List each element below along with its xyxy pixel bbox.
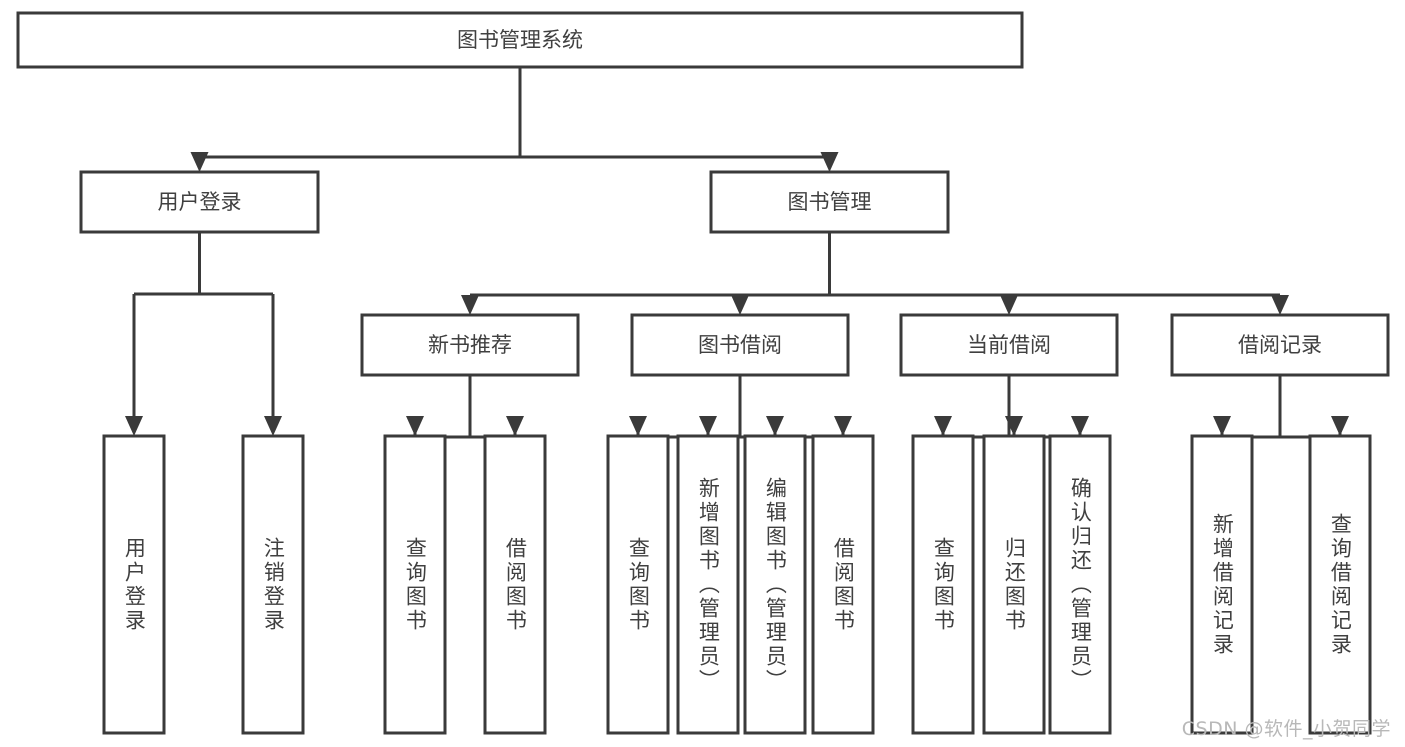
leaf-node-box-leaf-query-book-3[interactable] — [911, 434, 975, 735]
arrow-head-icon — [190, 152, 209, 172]
level3-node-box-new-book-recommend[interactable] — [360, 313, 580, 377]
level3-node-label-borrow-record: 借阅记录 — [1238, 333, 1322, 357]
level3-node-box-borrow-record[interactable] — [1170, 313, 1390, 377]
arrow-head-icon — [766, 416, 784, 436]
arrow-head-icon — [264, 416, 282, 436]
arrow-head-icon — [934, 416, 952, 436]
arrow-head-icon — [731, 295, 749, 315]
connector-layer — [125, 67, 1349, 439]
leaf-node-box-leaf-query-book-2[interactable] — [606, 434, 670, 735]
level3-node-label-new-book-recommend: 新书推荐 — [428, 333, 512, 357]
leaf-node-box-leaf-query-record[interactable] — [1308, 434, 1372, 735]
level2-node-label-user-login: 用户登录 — [158, 190, 242, 214]
level3-node-box-current-borrow[interactable] — [899, 313, 1119, 377]
root-node-label: 图书管理系统 — [457, 28, 583, 52]
arrow-head-icon — [1271, 295, 1289, 315]
arrow-head-icon — [1005, 416, 1023, 436]
leaf-node-box-leaf-return-book[interactable] — [982, 434, 1046, 735]
arrow-head-icon — [1000, 295, 1018, 315]
csdn-watermark: CSDN @软件_小贺同学 — [1181, 718, 1391, 740]
leaf-node-box-leaf-logout[interactable] — [241, 434, 305, 735]
leaf-node-box-leaf-edit-book[interactable] — [743, 434, 807, 735]
leaf-node-box-leaf-user-login[interactable] — [102, 434, 166, 735]
arrow-head-icon — [1071, 416, 1089, 436]
leaf-node-box-leaf-query-book-1[interactable] — [383, 434, 447, 735]
leaf-node-box-leaf-add-record[interactable] — [1190, 434, 1254, 735]
level2-node-box-book-management[interactable] — [709, 170, 950, 234]
arrow-head-icon — [629, 416, 647, 436]
leaf-node-box-leaf-borrow-book-2[interactable] — [811, 434, 875, 735]
arrow-head-icon — [506, 416, 524, 436]
leaf-node-box-leaf-confirm-return[interactable] — [1048, 434, 1112, 735]
level3-node-box-book-borrow[interactable] — [630, 313, 850, 377]
arrow-head-icon — [461, 295, 479, 315]
arrow-head-icon — [699, 416, 717, 436]
arrow-head-icon — [406, 416, 424, 436]
leaf-node-box-leaf-add-book[interactable] — [676, 434, 740, 735]
level2-node-label-book-management: 图书管理 — [788, 190, 872, 214]
arrow-head-icon — [1213, 416, 1231, 436]
level3-node-label-current-borrow: 当前借阅 — [967, 333, 1051, 357]
root-node-box[interactable] — [16, 11, 1024, 69]
node-box-layer — [16, 11, 1390, 735]
arrow-head-icon — [820, 152, 839, 172]
arrow-head-icon — [125, 416, 143, 436]
level2-node-box-user-login[interactable] — [79, 170, 320, 234]
arrow-head-icon — [834, 416, 852, 436]
leaf-node-box-leaf-borrow-book-1[interactable] — [483, 434, 547, 735]
arrow-head-icon — [1331, 416, 1349, 436]
level3-node-label-book-borrow: 图书借阅 — [698, 333, 782, 357]
